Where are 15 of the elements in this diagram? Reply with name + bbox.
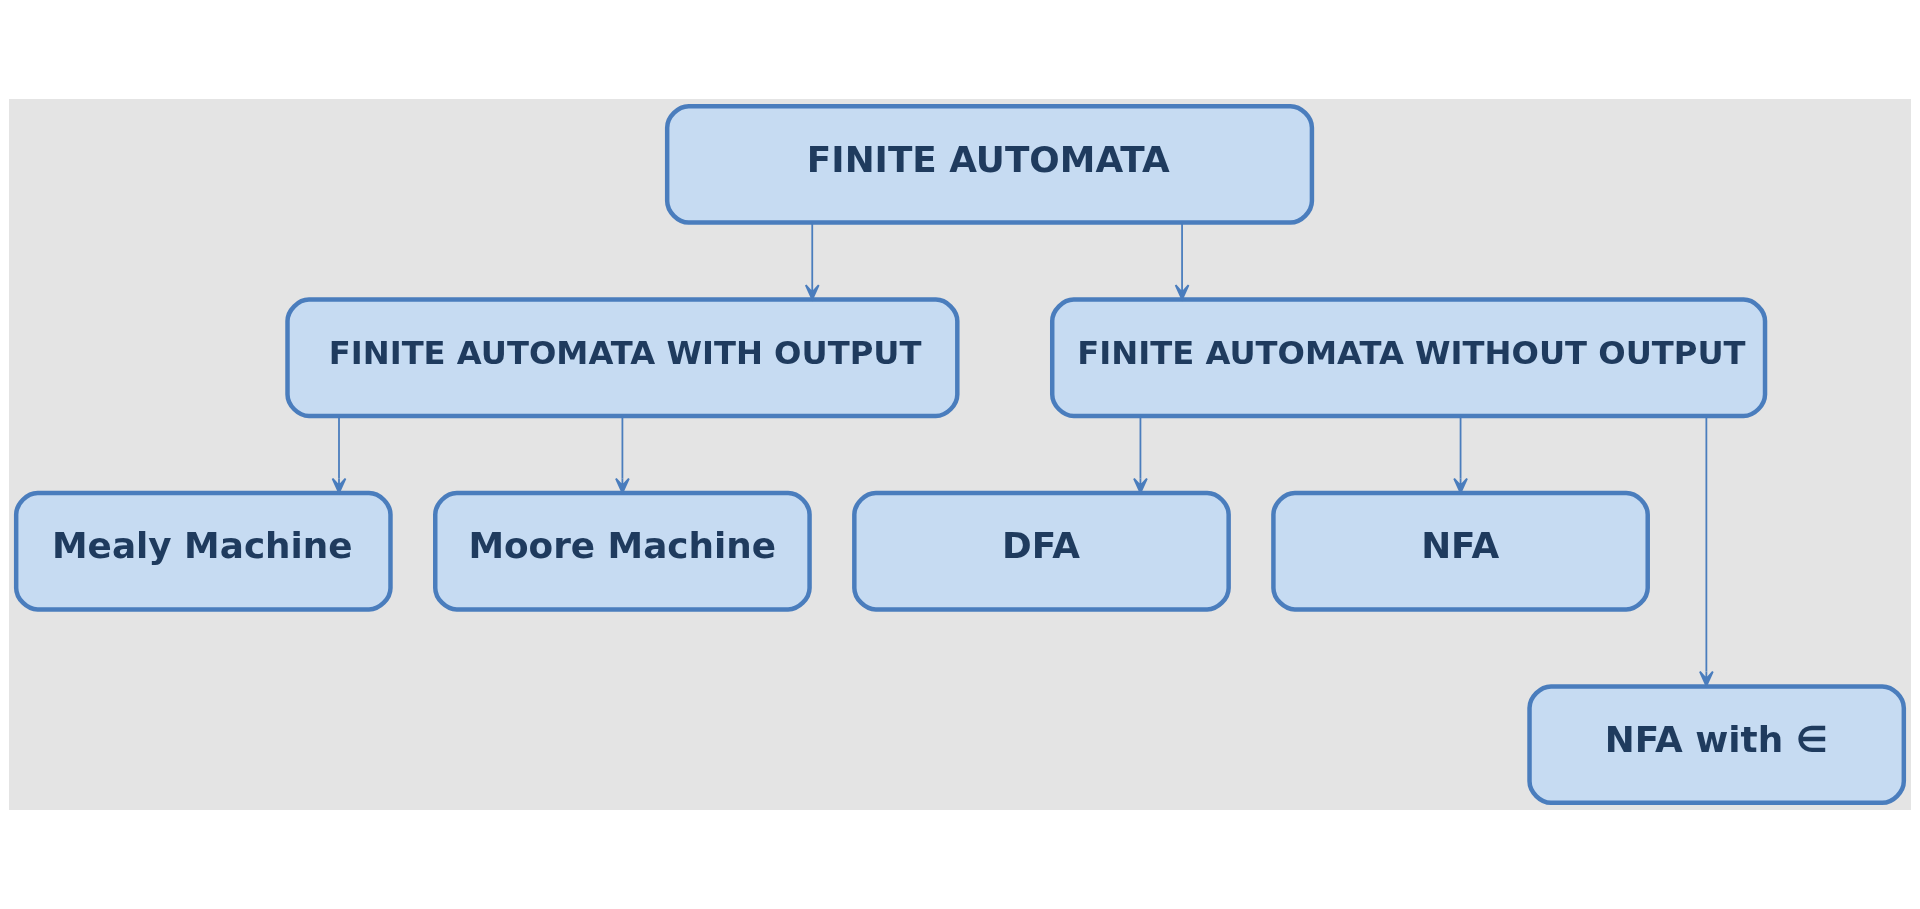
arrow — [615, 415, 630, 494]
node-box: FINITE AUTOMATA — [664, 103, 1315, 225]
arrow — [1699, 415, 1714, 687]
node-box: Mealy Machine — [13, 490, 393, 612]
node-box: Moore Machine — [433, 490, 812, 612]
node-box: NFA with ∈ — [1527, 684, 1907, 806]
arrow — [804, 222, 820, 301]
node-box: FINITE AUTOMATA WITHOUT OUTPUT — [1050, 297, 1768, 419]
arrow — [1453, 415, 1468, 494]
arrow — [331, 415, 347, 494]
node-box: DFA — [852, 490, 1231, 612]
arrow — [1133, 415, 1148, 494]
arrow — [1174, 222, 1190, 301]
node-box: NFA — [1271, 490, 1650, 612]
node-box: FINITE AUTOMATA WITH OUTPUT — [285, 297, 960, 419]
